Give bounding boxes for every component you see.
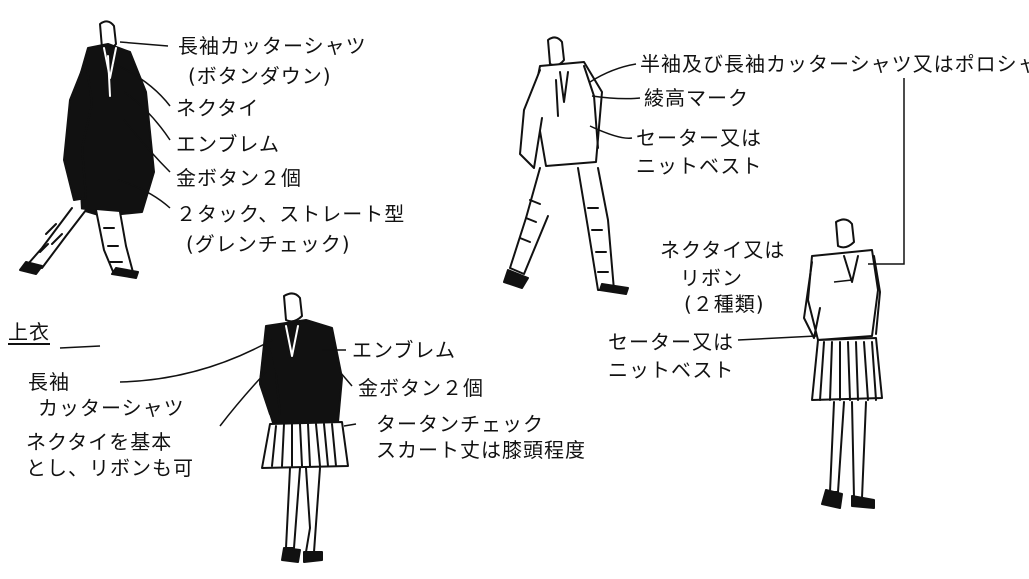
label-girl-tartan: タータンチェック [376, 412, 544, 436]
label-boy-shirt: 長袖カッターシャツ [178, 34, 367, 58]
label-girl-ribbon: リボン [680, 266, 743, 290]
boy-winter-figure [19, 20, 155, 279]
label-boy-necktie: ネクタイ [176, 96, 260, 120]
label-boy-knit-vest: ニットベスト [636, 154, 763, 178]
label-girl-tie: ネクタイ又は [660, 238, 786, 262]
label-girl-knit-vest: ニットベスト [608, 358, 735, 382]
label-boy-trousers-sub: (グレンチェック) [186, 232, 351, 256]
label-girl-skirt-length: スカート丈は膝頭程度 [376, 438, 586, 462]
label-girl-shirt-long: 長袖 [28, 370, 70, 394]
label-school-mark: 綾高マーク [644, 86, 749, 110]
label-girl-sweater: セーター又は [608, 330, 734, 354]
section-title-jacket: 上衣 [8, 320, 50, 344]
label-girl-gold-buttons: 金ボタン２個 [358, 376, 484, 400]
label-boy-gold-buttons: 金ボタン２個 [176, 166, 302, 190]
label-boy-sweater: セーター又は [636, 126, 762, 150]
label-girl-ribbon-ok: とし、リボンも可 [26, 456, 194, 480]
label-girl-tie-basic: ネクタイを基本 [26, 430, 173, 454]
label-summer-shirt: 半袖及び長袖カッターシャツ又はポロシャツ [640, 52, 1029, 76]
label-girl-emblem: エンブレム [352, 338, 456, 362]
label-girl-shirt: カッターシャツ [38, 396, 185, 420]
leader-lines [59, 41, 905, 427]
girl-summer-figure [803, 218, 883, 509]
boy-summer-figure [503, 36, 629, 295]
label-boy-emblem: エンブレム [176, 132, 280, 156]
label-girl-tie-types: (２種類) [684, 292, 765, 316]
label-boy-shirt-sub: (ボタンダウン) [188, 64, 332, 88]
label-boy-trousers: ２タック、ストレート型 [176, 202, 406, 226]
girl-winter-figure [259, 292, 349, 563]
